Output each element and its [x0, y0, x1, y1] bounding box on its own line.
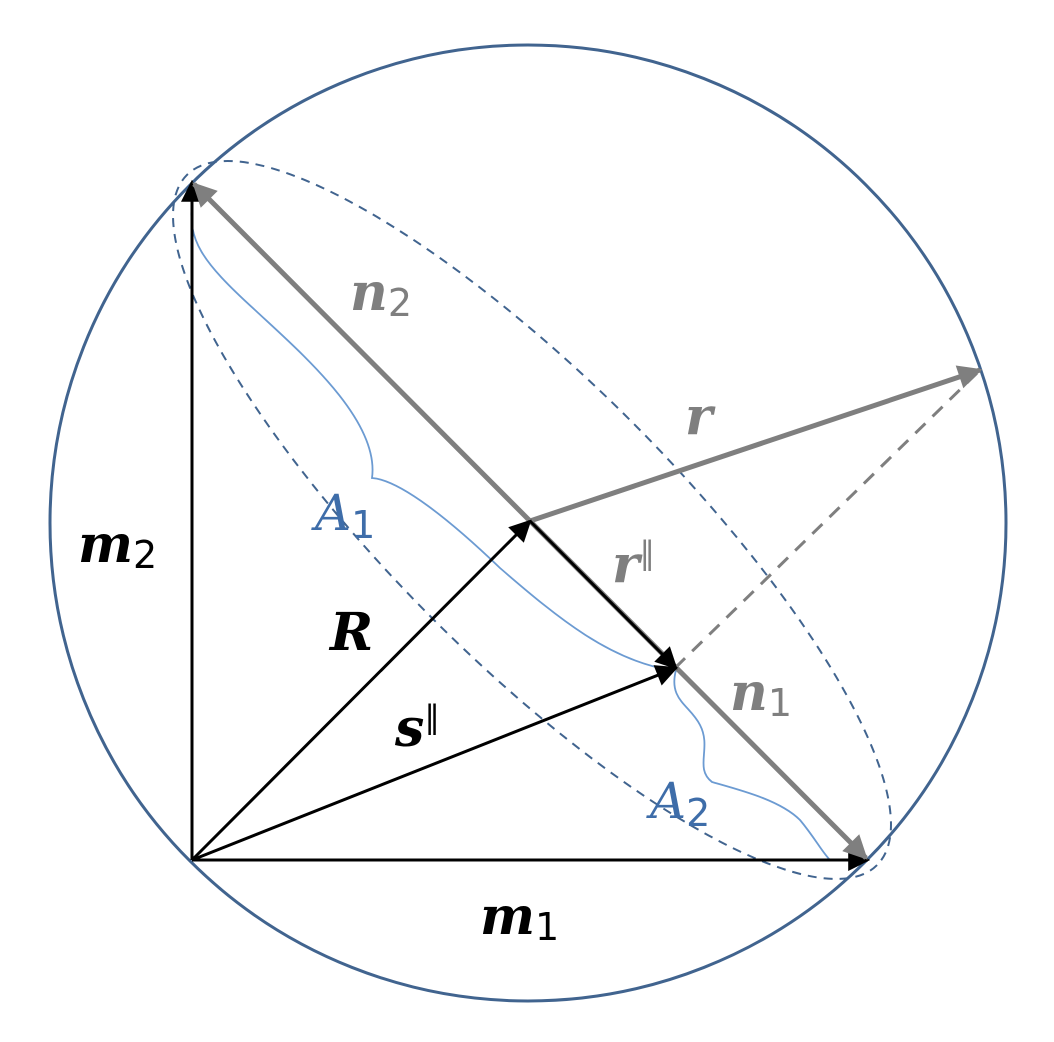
brace-a2	[673, 669, 831, 861]
vector-r-parallel	[528, 519, 678, 670]
label-n1: n1	[730, 662, 792, 725]
outer-circle	[48, 43, 1008, 1003]
vector-n2	[192, 182, 532, 523]
vector-R	[190, 519, 532, 862]
vector-s-parallel	[191, 665, 679, 862]
label-A2: A2	[646, 772, 710, 835]
label-n2: n2	[350, 262, 412, 325]
label-R: R	[328, 602, 373, 663]
label-r-parallel: r∥	[612, 534, 655, 595]
vector-r	[529, 365, 983, 524]
label-r: r	[685, 386, 716, 447]
label-m1: m1	[480, 886, 559, 949]
label-m2: m2	[78, 514, 157, 577]
label-s-parallel: s∥	[394, 698, 440, 759]
label-A1: A1	[311, 484, 375, 547]
dashed-projection-line	[673, 371, 979, 670]
brace-a1	[190, 201, 671, 671]
